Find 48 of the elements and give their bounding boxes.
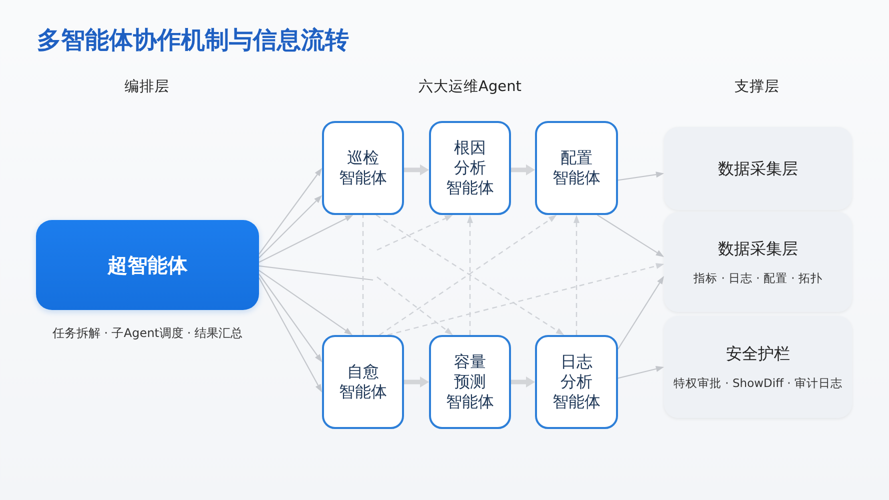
arrow xyxy=(618,366,664,379)
arrow xyxy=(258,274,322,362)
agent-box xyxy=(322,121,404,215)
card-title: 数据采集层 xyxy=(718,158,798,180)
column-heading: 编排层 xyxy=(124,78,170,97)
dashed-arrow xyxy=(387,263,664,336)
agent-box xyxy=(535,335,618,429)
block-arrow xyxy=(404,376,429,388)
caption-text: 任务拆解 · 子Agent调度 · 结果汇总 xyxy=(51,325,244,342)
arrow xyxy=(258,195,322,258)
card-subtitle: 特权审批 · ShowDiff · 审计日志 xyxy=(674,375,842,391)
dashed-arrow xyxy=(376,276,453,335)
orchestrator-box xyxy=(36,220,259,310)
arrow xyxy=(258,277,322,392)
arrow xyxy=(618,276,664,350)
arrow xyxy=(618,172,664,181)
agent-label: 巡检智能体 xyxy=(339,148,387,188)
agent-label: 根因分析智能体 xyxy=(446,138,494,198)
block-arrow xyxy=(511,164,535,176)
agent-box xyxy=(429,335,511,429)
layer-card xyxy=(664,127,852,210)
agent-label: 自愈智能体 xyxy=(339,362,387,402)
block-arrow xyxy=(404,164,429,176)
box-label: 超智能体 xyxy=(108,252,188,278)
agent-label: 配置智能体 xyxy=(552,148,600,188)
card-title: 安全护栏 xyxy=(726,343,790,365)
dashed-arrow xyxy=(574,215,580,335)
dashed-arrow xyxy=(376,215,453,251)
dashed-arrow xyxy=(467,215,473,335)
dashed-line xyxy=(362,215,364,335)
column-heading: 支撑层 xyxy=(734,78,780,97)
arrow xyxy=(258,168,322,255)
card-subtitle: 指标 · 日志 · 配置 · 拓扑 xyxy=(694,270,822,286)
agent-label: 容量预测智能体 xyxy=(446,352,494,412)
arrow xyxy=(258,215,354,263)
arrow xyxy=(597,214,664,257)
line xyxy=(258,265,374,281)
block-arrow xyxy=(511,376,535,388)
column-heading: 六大运维Agent xyxy=(418,78,522,97)
agent-box xyxy=(429,121,511,215)
agent-box xyxy=(535,121,618,215)
card-title: 数据采集层 xyxy=(718,238,798,260)
agent-label: 日志分析智能体 xyxy=(552,352,600,412)
layer-card xyxy=(664,316,852,418)
agent-box xyxy=(322,335,404,429)
arrow xyxy=(258,270,352,335)
layer-card xyxy=(664,212,852,312)
diagram-title: 多智能体协作机制与信息流转 xyxy=(37,25,349,55)
